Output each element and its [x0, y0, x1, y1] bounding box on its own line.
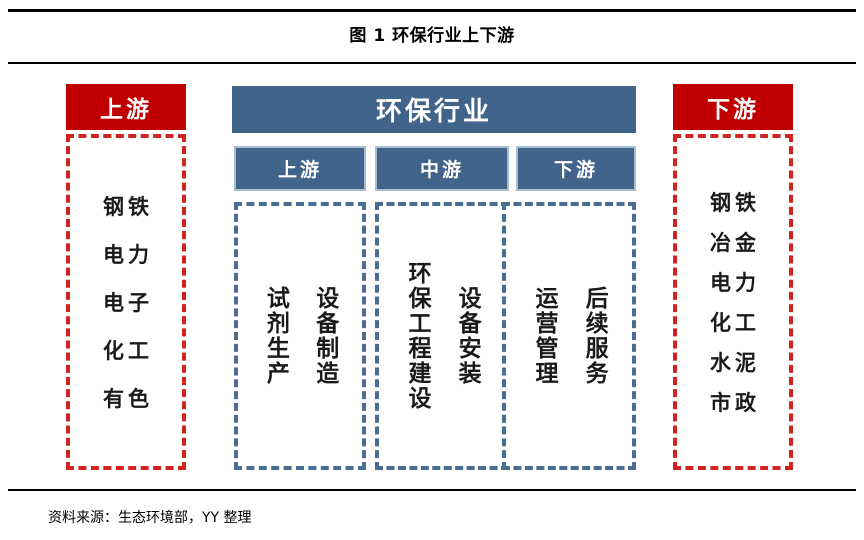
industry-segment-header-midstream: 中游 [375, 146, 509, 191]
list-item: 电力 [710, 271, 760, 295]
industry-segment-header-upstream: 上游 [234, 146, 366, 191]
downstream-panel-header: 下游 [673, 84, 793, 130]
industry-segment-header-downstream: 下游 [516, 146, 636, 191]
industry-segment-box-midstream: 环保工程建设 设备安装 [375, 202, 509, 470]
list-item: 环保工程建设 [404, 261, 431, 411]
downstream-panel-box: 钢铁 冶金 电力 化工 水泥 市政 [673, 134, 793, 470]
industry-segment-items-midstream: 环保工程建设 设备安装 [379, 206, 505, 466]
list-item: 电子 [103, 291, 153, 315]
top-divider-rule [8, 9, 856, 12]
list-item: 电力 [103, 243, 153, 267]
bottom-divider-rule [8, 489, 856, 491]
figure-title: 图 1 环保行业上下游 [349, 26, 515, 46]
list-item: 设备制造 [311, 286, 338, 386]
list-item: 钢铁 [710, 191, 760, 215]
upstream-panel-box: 钢铁 电力 电子 化工 有色 [66, 134, 186, 470]
title-divider-rule [8, 62, 856, 64]
downstream-item-list: 钢铁 冶金 电力 化工 水泥 市政 [677, 138, 789, 466]
industry-panel-header: 环保行业 [232, 86, 636, 133]
upstream-item-list: 钢铁 电力 电子 化工 有色 [70, 138, 182, 466]
list-item: 有色 [103, 387, 153, 411]
list-item: 市政 [710, 391, 760, 415]
list-item: 化工 [103, 339, 153, 363]
list-item: 钢铁 [103, 195, 153, 219]
list-item: 设备安装 [454, 286, 481, 386]
upstream-panel-header: 上游 [66, 84, 186, 130]
industry-segment-box-upstream: 试剂生产 设备制造 [234, 202, 366, 470]
list-item: 后续服务 [581, 286, 608, 386]
list-item: 试剂生产 [262, 286, 289, 386]
list-item: 运营管理 [531, 286, 558, 386]
industry-segment-items-upstream: 试剂生产 设备制造 [238, 206, 362, 466]
list-item: 冶金 [710, 231, 760, 255]
industry-segment-box-downstream: 运营管理 后续服务 [502, 202, 636, 470]
source-note: 资料来源：生态环境部，YY 整理 [48, 510, 252, 526]
industry-segment-items-downstream: 运营管理 后续服务 [506, 206, 632, 466]
list-item: 水泥 [710, 351, 760, 375]
list-item: 化工 [710, 311, 760, 335]
